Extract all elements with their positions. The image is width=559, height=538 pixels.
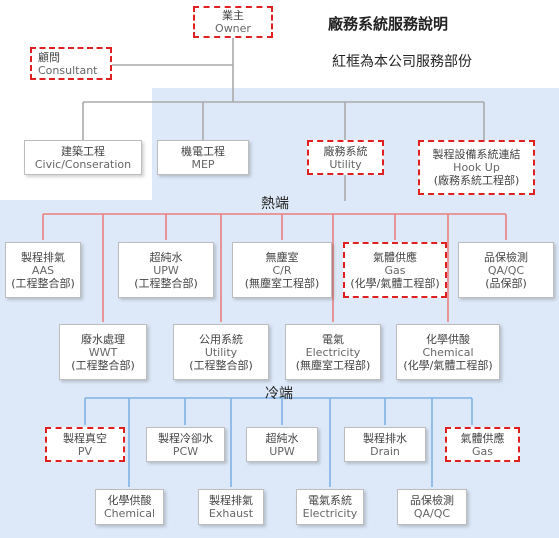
cold-pcw-en: PCW [172, 444, 199, 458]
hot-cr-node: 無塵室 C/R (無塵室工程部) [232, 242, 332, 298]
hookup-en: Hook Up [453, 161, 500, 174]
consultant-en: Consultant [38, 63, 98, 77]
hot-electricity-node: 電氣 Electricity (無塵室工程部) [285, 324, 381, 380]
consultant-node: 顧問 Consultant [30, 47, 112, 80]
cold-chemical-node: 化學供酸 Chemical [95, 489, 164, 525]
cold-gas-node: 氣體供應 Gas [445, 427, 520, 462]
hot-upw-en: UPW [153, 263, 179, 277]
hot-qaqc-en: QA/QC [487, 263, 525, 277]
cold-pv-en: PV [77, 444, 93, 458]
hot-cr-en: C/R [272, 263, 292, 277]
hot-qaqc-zh: 品保檢測 [484, 250, 528, 264]
civil-en: Civic/Conseration [34, 157, 132, 171]
cold-drain-en: Drain [370, 444, 400, 458]
cold-section-label: 冷端 [265, 386, 293, 402]
hot-upw-node: 超純水 UPW (工程整合部) [118, 242, 214, 298]
consultant-zh: 顧問 [38, 50, 60, 64]
hot-utility-dept: (工程整合部) [189, 358, 253, 372]
hot-qaqc-dept: (品保部) [485, 276, 527, 290]
mep-en: MEP [191, 157, 215, 171]
cold-drain-zh: 製程排水 [363, 431, 407, 445]
hot-chemical-en: Chemical [422, 345, 474, 359]
hot-utility-node: 公用系統 Utility (工程整合部) [173, 324, 269, 380]
mep-zh: 機電工程 [181, 144, 225, 158]
mep-node: 機電工程 MEP [157, 140, 249, 175]
cold-upw-en: UPW [269, 444, 295, 458]
cold-chemical-en: Chemical [103, 507, 156, 520]
utility-en: Utility [329, 157, 362, 171]
cold-qaqc-node: 品保檢測 QA/QC [397, 489, 467, 525]
hot-section-label: 熱端 [261, 196, 289, 212]
utility-zh: 廠務系統 [323, 144, 368, 158]
hot-wwt-zh: 廢水處理 [81, 332, 125, 346]
hot-gas-dept: (化學/氣體工程部) [350, 276, 440, 290]
cold-gas-zh: 氣體供應 [460, 431, 505, 445]
cold-upw-node: 超純水 UPW [246, 427, 318, 462]
hookup-dept: (廠務系統工程部) [433, 174, 520, 187]
hot-wwt-dept: (工程整合部) [71, 358, 135, 372]
hookup-zh: 製程設備系統連結 [432, 148, 521, 161]
cold-qaqc-zh: 品保檢測 [410, 494, 454, 507]
hot-wwt-en: WWT [88, 345, 118, 359]
hot-aas-zh: 製程排氣 [21, 250, 65, 264]
cold-qaqc-en: QA/QC [413, 507, 451, 520]
hot-aas-en: AAS [31, 263, 55, 277]
cold-exhaust-node: 製程排氣 Exhaust [198, 489, 264, 525]
hot-electricity-zh: 電氣 [322, 332, 344, 346]
cold-pv-zh: 製程真空 [63, 431, 107, 445]
cold-drain-node: 製程排水 Drain [344, 427, 426, 462]
hot-upw-zh: 超純水 [149, 250, 183, 264]
hot-gas-en: Gas [384, 263, 406, 277]
hot-gas-zh: 氣體供應 [373, 250, 417, 264]
cold-electricity-zh: 電氣系統 [308, 494, 352, 507]
cold-electricity-node: 電氣系統 Electricity [296, 489, 364, 525]
hot-chemical-dept: (化學/氣體工程部) [403, 358, 493, 372]
utility-node: 廠務系統 Utility [307, 140, 384, 175]
cold-electricity-en: Electricity [302, 507, 358, 520]
hot-wwt-node: 廢水處理 WWT (工程整合部) [59, 324, 147, 380]
hot-aas-dept: (工程整合部) [11, 276, 75, 290]
cold-pcw-zh: 製程冷卻水 [158, 431, 213, 445]
owner-zh: 業主 [222, 9, 244, 22]
hot-utility-zh: 公用系統 [199, 332, 243, 346]
diagram-title: 廠務系統服務說明 [328, 15, 449, 33]
owner-node: 業主 Owner [193, 6, 273, 38]
hookup-node: 製程設備系統連結 Hook Up (廠務系統工程部) [418, 140, 535, 195]
hot-electricity-en: Electricity [305, 345, 361, 359]
hot-cr-zh: 無塵室 [265, 250, 299, 264]
civil-node: 建築工程 Civic/Conseration [24, 140, 142, 175]
hot-utility-en: Utility [204, 345, 238, 359]
cold-exhaust-en: Exhaust [208, 507, 254, 520]
cold-gas-en: Gas [472, 444, 493, 458]
owner-en: Owner [215, 22, 251, 35]
hot-qaqc-node: 品保檢測 QA/QC (品保部) [458, 242, 554, 298]
cold-upw-zh: 超純水 [265, 431, 299, 445]
cold-exhaust-zh: 製程排氣 [209, 494, 253, 507]
cold-chemical-zh: 化學供酸 [107, 494, 152, 507]
hot-upw-dept: (工程整合部) [134, 276, 198, 290]
hot-cr-dept: (無塵室工程部) [244, 276, 320, 290]
hot-aas-node: 製程排氣 AAS (工程整合部) [5, 242, 81, 298]
cold-pcw-node: 製程冷卻水 PCW [146, 427, 225, 462]
hot-gas-node: 氣體供應 Gas (化學/氣體工程部) [343, 242, 447, 298]
hot-electricity-dept: (無塵室工程部) [295, 358, 371, 372]
hot-chemical-zh: 化學供酸 [426, 332, 470, 346]
civil-zh: 建築工程 [61, 144, 105, 158]
diagram-subtitle: 紅框為本公司服務部份 [332, 54, 472, 70]
cold-pv-node: 製程真空 PV [45, 427, 125, 462]
hot-chemical-node: 化學供酸 Chemical (化學/氣體工程部) [396, 324, 500, 380]
